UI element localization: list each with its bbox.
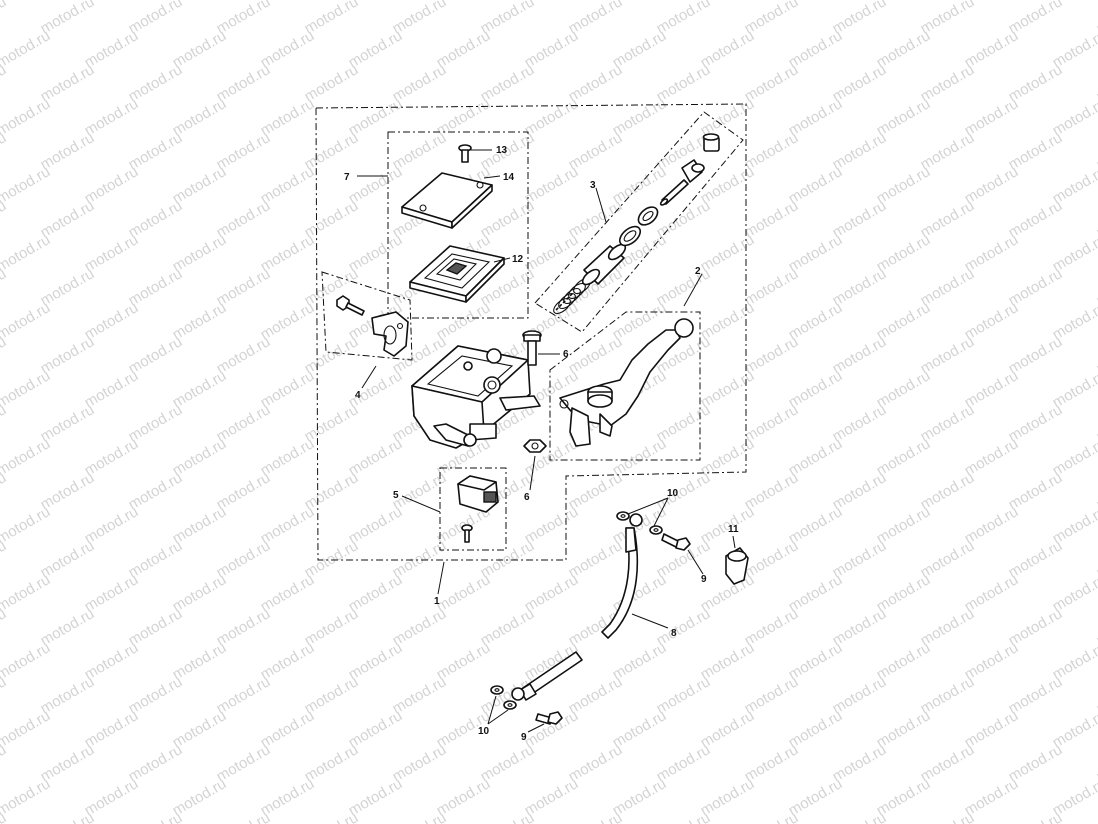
hose-cover — [725, 547, 749, 585]
callout-3: 3 — [590, 180, 596, 191]
reservoir-diaphragm — [409, 245, 505, 303]
upper-washers — [616, 511, 663, 535]
watermark-text: motod.ru — [0, 0, 9, 37]
reservoir-cover-group-outline — [387, 131, 529, 319]
watermark-text: motod.ru — [0, 639, 53, 683]
clamp-group-outline — [321, 271, 413, 361]
callout-6-nut: 6 — [524, 492, 530, 503]
watermark-text: motod.ru — [1094, 809, 1098, 824]
switch-screw — [461, 524, 473, 543]
callout-6-bolt: 6 — [563, 349, 569, 360]
lower-washers — [490, 685, 517, 710]
watermark-text: motod.ru — [0, 27, 53, 71]
assembly-outlines — [315, 103, 747, 561]
piston — [581, 243, 627, 286]
lower-union-bolt — [535, 711, 563, 725]
master-cylinder-assembly-outline — [315, 103, 747, 561]
watermark-text: motod.ru — [0, 571, 53, 615]
callout-1: 1 — [434, 596, 440, 607]
watermark-text: motod.ru — [0, 231, 53, 275]
watermark-text: motod.ru — [0, 809, 9, 824]
watermark-text: motod.ru — [918, 809, 978, 824]
master-cylinder-body — [411, 345, 541, 449]
callout-2: 2 — [695, 266, 701, 277]
callout-8: 8 — [671, 628, 677, 639]
lever-group-outline — [549, 311, 701, 461]
callout-14: 14 — [503, 172, 515, 183]
watermark-text: motod.ru — [742, 809, 802, 824]
callout-10-upper: 10 — [667, 488, 679, 499]
lever-pivot-nut — [523, 439, 547, 453]
watermark-text: motod.ru — [0, 0, 53, 3]
brake-lever — [559, 318, 694, 447]
callout-13: 13 — [496, 145, 508, 156]
watermark-text: motod.ru — [302, 809, 362, 824]
watermark-text: motod.ru — [0, 707, 53, 751]
watermark-text: motod.ru — [0, 163, 53, 207]
circlip — [637, 206, 659, 226]
watermark-text: motod.ru — [390, 809, 450, 824]
watermark-text: motod.ru — [0, 367, 53, 411]
callout-12: 12 — [512, 254, 524, 265]
callout-9-lower: 9 — [521, 732, 527, 743]
dust-boot — [681, 159, 705, 183]
piston-spring — [553, 277, 591, 315]
brake-light-switch — [457, 475, 499, 513]
watermark-text: motod.ru — [0, 95, 53, 139]
switch-group-outline — [439, 467, 507, 551]
clamp-bolt — [336, 295, 365, 316]
watermark-text: motod.ru — [478, 809, 538, 824]
watermark-text: motod.ru — [0, 299, 53, 343]
watermark-text: motod.ru — [1006, 809, 1066, 824]
watermark-text: motod.ru — [0, 775, 53, 819]
upper-union-bolt — [661, 533, 691, 551]
handlebar-clamp — [371, 311, 409, 357]
piston-kit-group-outline — [534, 111, 744, 333]
callout-5: 5 — [393, 490, 399, 501]
callout-10-lower: 10 — [478, 726, 490, 737]
callout-9-upper: 9 — [701, 574, 707, 585]
watermark-text: motod.ru — [38, 809, 98, 824]
reservoir-cap — [401, 172, 493, 229]
push-rod — [659, 179, 689, 206]
watermark-text: motod.ru — [126, 809, 186, 824]
piston-cup — [618, 225, 642, 247]
callout-4: 4 — [355, 390, 361, 401]
callout-11: 11 — [728, 524, 739, 535]
watermark-text: motod.ru — [566, 809, 626, 824]
watermark-text: motod.ru — [830, 809, 890, 824]
piston-kit — [553, 133, 720, 315]
push-rod-cap — [702, 133, 720, 152]
watermark-text: motod.ru — [0, 503, 53, 547]
callout-labels: 1 2 3 4 5 6 6 7 8 9 9 10 10 11 12 13 14 — [344, 145, 739, 743]
lever-pivot-bolt — [522, 330, 542, 366]
watermark-text: motod.ru — [214, 809, 274, 824]
leader-lines — [357, 149, 736, 733]
cap-screw — [458, 144, 472, 163]
watermark-text: motod.ru — [654, 809, 714, 824]
watermark-text: motod.ru — [0, 435, 53, 479]
callout-7: 7 — [344, 172, 350, 183]
brake-hose — [511, 513, 643, 701]
